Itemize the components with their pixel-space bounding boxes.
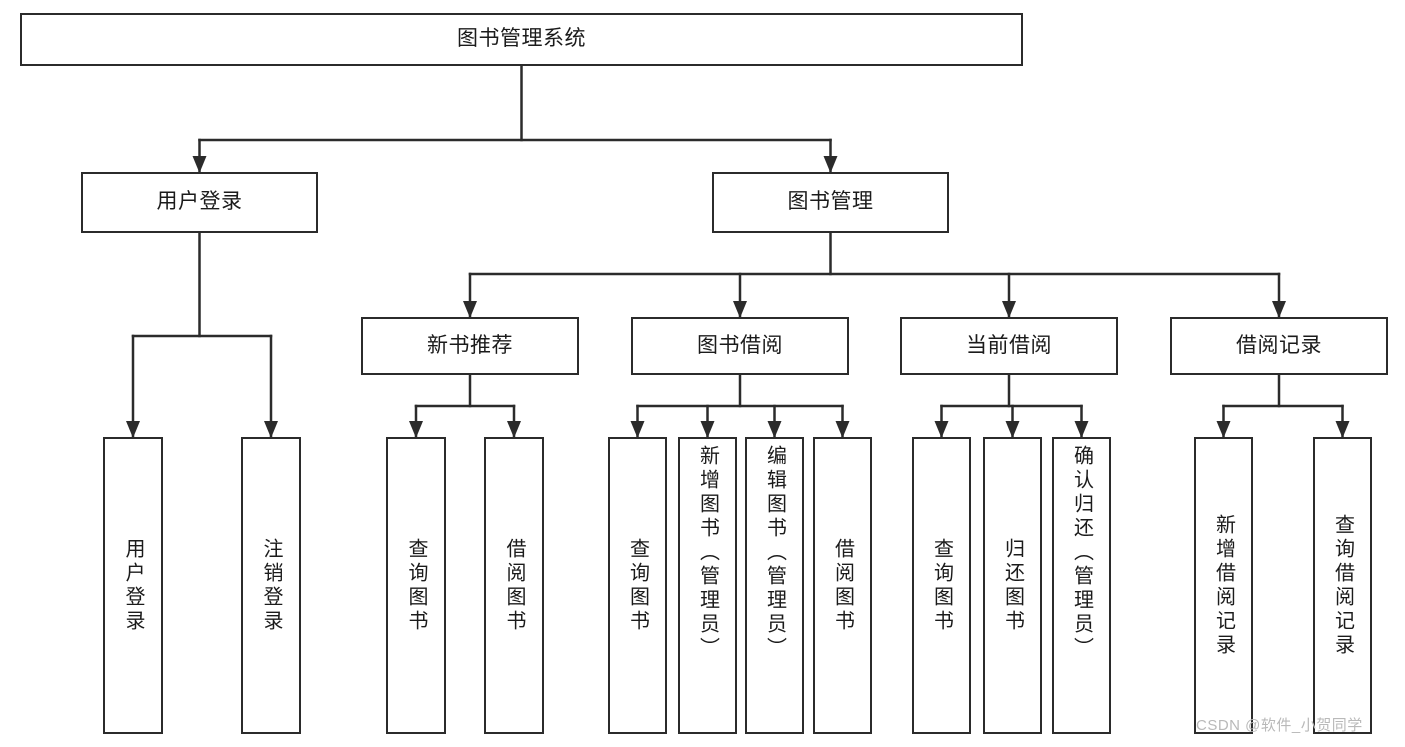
node-leaf_3[interactable]: 借阅图书 [484,437,544,734]
arrowhead-icon [463,301,477,318]
node-label: 归还图书 [1001,537,1024,634]
node-leaf_7[interactable]: 借阅图书 [813,437,872,734]
node-label: 图书借阅 [697,333,783,357]
arrowhead-icon [630,421,645,438]
node-leaf_4[interactable]: 查询图书 [608,437,667,734]
node-label: 查询借阅记录 [1331,513,1354,658]
arrowhead-icon [1272,301,1286,318]
node-leaf_5[interactable]: 新增图书（管理员） [678,437,737,734]
node-leaf_1[interactable]: 注销登录 [241,437,301,734]
arrowhead-icon [733,301,747,318]
node-l1_1[interactable]: 图书管理 [712,172,949,233]
node-label: 借阅图书 [831,537,854,634]
node-label: 查询图书 [626,537,649,634]
arrowhead-icon [1335,421,1350,438]
node-l2_0[interactable]: 新书推荐 [361,317,579,375]
node-leaf_6[interactable]: 编辑图书（管理员） [745,437,804,734]
arrowhead-icon [823,156,838,173]
node-leaf_8[interactable]: 查询图书 [912,437,971,734]
arrowhead-icon [767,421,782,438]
node-label: 当前借阅 [966,333,1052,357]
node-label: 新增图书（管理员） [696,445,719,661]
node-l1_0[interactable]: 用户登录 [81,172,318,233]
node-l2_2[interactable]: 当前借阅 [900,317,1118,375]
node-label: 注销登录 [260,537,282,634]
node-leaf_9[interactable]: 归还图书 [983,437,1042,734]
node-label: 确认归还（管理员） [1070,445,1093,661]
node-label: 新书推荐 [427,333,513,357]
arrowhead-icon [1216,421,1231,438]
arrowhead-icon [264,421,278,438]
node-label: 查询图书 [405,537,427,634]
node-label: 查询图书 [930,537,953,634]
arrowhead-icon [1002,301,1016,318]
node-label: 借阅图书 [503,537,525,634]
node-leaf_10[interactable]: 确认归还（管理员） [1052,437,1111,734]
arrowhead-icon [507,421,521,438]
arrowhead-icon [409,421,423,438]
node-label: 图书管理 [787,190,874,214]
arrowhead-icon [126,421,140,438]
node-label: 编辑图书（管理员） [763,445,786,661]
arrowhead-icon [192,156,207,173]
arrowhead-icon [1074,421,1089,438]
node-leaf_0[interactable]: 用户登录 [103,437,163,734]
node-label: 用户登录 [156,190,243,214]
node-leaf_12[interactable]: 查询借阅记录 [1313,437,1372,734]
node-root[interactable]: 图书管理系统 [20,13,1023,66]
node-l2_1[interactable]: 图书借阅 [631,317,849,375]
node-label: 用户登录 [122,537,144,634]
node-label: 借阅记录 [1236,333,1322,357]
arrowhead-icon [700,421,715,438]
node-leaf_2[interactable]: 查询图书 [386,437,446,734]
arrowhead-icon [1005,421,1020,438]
node-label: 图书管理系统 [457,27,586,51]
node-leaf_11[interactable]: 新增借阅记录 [1194,437,1253,734]
arrowhead-icon [835,421,850,438]
arrowhead-icon [934,421,949,438]
node-l2_3[interactable]: 借阅记录 [1170,317,1388,375]
node-label: 新增借阅记录 [1212,513,1235,658]
